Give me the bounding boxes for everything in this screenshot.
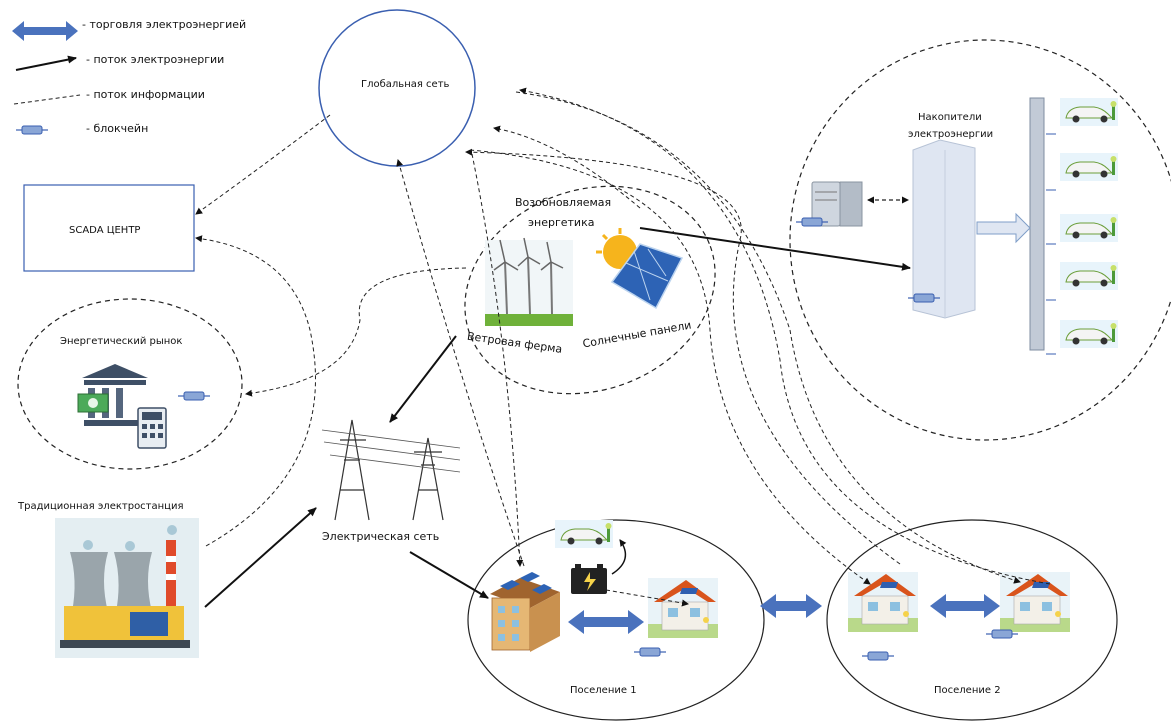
legend-blockchain-label: - блокчейн xyxy=(86,122,148,135)
market-circle xyxy=(17,298,243,470)
settlement2-house1-blockchain-icon xyxy=(861,651,895,661)
global-net-label: Глобальная сеть xyxy=(361,79,450,90)
settlement2-circle xyxy=(826,519,1118,721)
electric-car-icon xyxy=(554,519,614,549)
bank-icon xyxy=(77,364,148,426)
legend: - торговля электроэнергией - поток элект… xyxy=(12,18,246,135)
settlement1-circle xyxy=(467,519,765,721)
info-flows xyxy=(195,87,1051,585)
legend-info-label: - поток информации xyxy=(86,88,205,101)
settlement1-blockchain-icon xyxy=(633,647,667,657)
wind-turbine-icon xyxy=(485,237,573,326)
storage-circle xyxy=(789,39,1171,441)
server-icon xyxy=(811,181,863,227)
legend-flow-arrow-icon xyxy=(15,55,77,71)
storage-to-bus-arrow xyxy=(976,212,1031,244)
legend-flow-label: - поток электроэнергии xyxy=(86,53,224,66)
power-flows xyxy=(204,227,911,608)
legend-info-line-icon xyxy=(13,94,81,105)
solar-panel-icon xyxy=(596,228,684,310)
settlement1-label: Поселение 1 xyxy=(570,685,637,696)
building-icon xyxy=(490,572,560,652)
legend-blockchain-icon xyxy=(15,125,49,135)
renewable-circle xyxy=(464,185,716,395)
renewable-label-line1: Возобновляемая xyxy=(515,196,611,209)
solar-label: Солнечные панели xyxy=(582,319,693,351)
transmission-tower-icon xyxy=(321,419,461,521)
wind-farm-label: Ветровая ферма xyxy=(466,330,563,356)
battery-icon xyxy=(571,564,607,594)
power-plant-icon xyxy=(55,518,199,658)
settlement2-label: Поселение 2 xyxy=(934,685,1001,696)
market-blockchain-icon xyxy=(177,391,211,401)
storage-tower-icon xyxy=(912,139,976,319)
legend-trade-label: - торговля электроэнергией xyxy=(82,18,246,31)
house-icon xyxy=(647,577,719,639)
scada-box xyxy=(23,184,195,272)
electric-car-icon xyxy=(1059,97,1119,349)
grid-label: Электрическая сеть xyxy=(322,530,439,543)
legend-trade-arrow-icon xyxy=(12,21,78,41)
trade-settlements-arrow xyxy=(760,594,822,618)
battery-to-car-arrow xyxy=(611,539,627,575)
house-icon xyxy=(847,571,919,633)
bus-connectors xyxy=(1046,133,1056,355)
scada-label: SCADA ЦЕНТР xyxy=(69,225,140,236)
calculator-icon xyxy=(137,407,167,449)
trade-house-house-arrow xyxy=(930,594,1000,618)
trade-building-house-arrow xyxy=(568,610,644,634)
renewable-label-line2: энергетика xyxy=(528,216,594,229)
storage-bus-bar xyxy=(1029,97,1045,351)
market-label: Энергетический рынок xyxy=(60,336,182,347)
storage-label-line1: Накопители xyxy=(918,112,982,123)
traditional-plant-label: Традиционная электростанция xyxy=(17,501,184,512)
storage-label-line2: электроэнергии xyxy=(908,129,993,140)
